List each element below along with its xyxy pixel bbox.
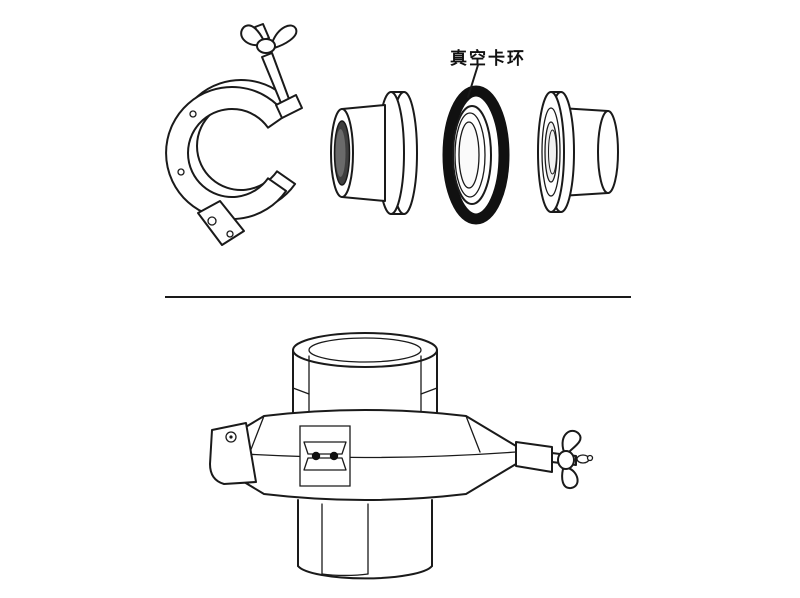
o-ring bbox=[442, 85, 510, 225]
hinge-rivet bbox=[207, 216, 217, 226]
clamp-band-front bbox=[165, 86, 288, 220]
nut-hub bbox=[256, 38, 276, 54]
wing-nut bbox=[557, 429, 594, 490]
rivet bbox=[189, 110, 197, 118]
bore-shade bbox=[335, 129, 346, 177]
rivet bbox=[177, 168, 185, 176]
hinge-rivet bbox=[226, 230, 234, 238]
band-seam bbox=[213, 451, 517, 459]
section-cutaway bbox=[299, 425, 351, 487]
hinge-plate bbox=[209, 422, 257, 485]
wing-lower bbox=[561, 467, 579, 490]
band-facets bbox=[249, 415, 481, 453]
clamp-band bbox=[165, 79, 297, 220]
pointer-line bbox=[467, 64, 479, 98]
pipe-walls bbox=[292, 349, 438, 419]
hinge-screw-center bbox=[229, 435, 233, 439]
tube-end bbox=[597, 110, 619, 194]
assembled-clamp-illustration bbox=[209, 332, 594, 580]
o-ring-section bbox=[311, 451, 321, 461]
wing-upper bbox=[561, 429, 582, 454]
centering-ring-illustration bbox=[442, 85, 510, 225]
ring-bore bbox=[458, 121, 480, 189]
bore-walls bbox=[308, 355, 422, 419]
clamp-illustration bbox=[165, 23, 303, 246]
center-ring-inner bbox=[454, 112, 486, 198]
divider-line bbox=[165, 296, 631, 298]
part-label: 真空卡环 bbox=[450, 49, 526, 68]
label-pointer-line bbox=[467, 64, 479, 98]
hinge-body bbox=[209, 422, 257, 485]
pipe-walls bbox=[297, 499, 433, 567]
cut-window bbox=[299, 425, 351, 487]
nut-hub bbox=[557, 450, 575, 470]
wing-nut bbox=[240, 23, 298, 54]
pipe-stub bbox=[330, 104, 386, 202]
lug-body bbox=[515, 441, 553, 473]
flange-section-lower bbox=[303, 457, 347, 471]
bore-inner-line bbox=[548, 129, 557, 175]
clamp-hinge bbox=[197, 200, 245, 246]
wing-left bbox=[240, 24, 265, 47]
bolt-lug bbox=[275, 94, 303, 119]
upper-pipe bbox=[292, 332, 438, 419]
cut-channel-bottom bbox=[321, 573, 369, 577]
cut-steps bbox=[292, 387, 438, 395]
lower-pipe bbox=[297, 499, 433, 580]
cut-channel-walls bbox=[321, 503, 369, 575]
bolt-tip-ball bbox=[586, 454, 594, 462]
clamp-bolt bbox=[261, 52, 303, 119]
flange-section-upper bbox=[303, 441, 347, 455]
pipe-bottom-rim bbox=[297, 565, 433, 580]
flange-disc bbox=[537, 91, 575, 213]
pipe-bore-rim bbox=[308, 337, 422, 363]
left-flange-illustration bbox=[330, 91, 418, 215]
clamp-band bbox=[213, 409, 517, 501]
wing-right bbox=[271, 24, 298, 49]
right-flange-illustration bbox=[537, 91, 619, 213]
o-ring-section bbox=[329, 451, 339, 461]
